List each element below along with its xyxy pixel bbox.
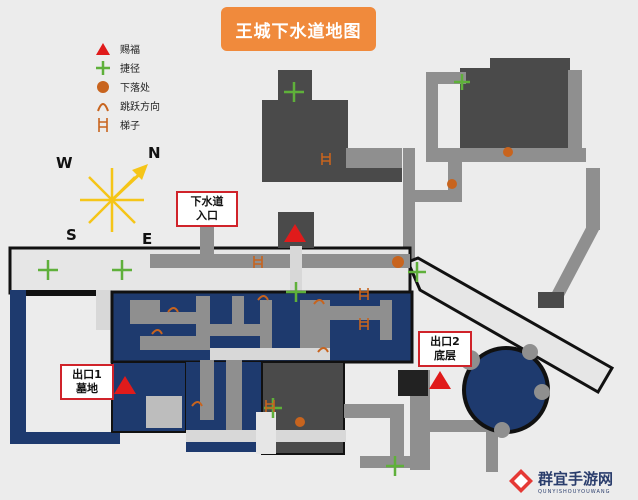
main-corridor-grey-band [150, 254, 410, 268]
orange-dot-icon [94, 79, 112, 95]
wall-left [26, 290, 98, 296]
logo-subtext: QUNYISHOUYOUWANG [538, 488, 611, 495]
label-exit1-line1: 出口1 [72, 368, 102, 381]
block-3 [196, 296, 210, 336]
legend-item-grace: 赐福 [94, 39, 204, 58]
red-triangle-icon [94, 41, 112, 57]
legend-item-jump: 跳跃方向 [94, 96, 204, 115]
label-exit2-line2: 底层 [434, 349, 456, 362]
block-2 [160, 312, 200, 324]
jump-arc-icon [94, 98, 112, 114]
corridor-circle-down [486, 432, 498, 472]
grace-icon [114, 376, 136, 394]
corridor-bottom-2 [256, 412, 276, 454]
room-small-right [538, 292, 564, 308]
legend-item-shortcut: 捷径 [94, 58, 204, 77]
corridor-diagonal-right [548, 220, 600, 300]
block-14 [146, 396, 182, 428]
label-exit1: 出口1 墓地 [60, 364, 114, 400]
ramp-diagonal [406, 256, 615, 395]
legend-label: 下落处 [120, 83, 150, 94]
compass-s: S [66, 226, 77, 244]
label-entrance-line1: 下水道 [190, 195, 224, 208]
compass-e: E [142, 230, 153, 248]
green-cross-icon [94, 60, 112, 76]
left-water-channel [10, 290, 26, 440]
legend-item-ladder: 梯子 [94, 115, 204, 134]
block-10 [330, 306, 390, 320]
corridor-right-of-room [568, 70, 582, 160]
label-exit2-line1: 出口2 [430, 335, 460, 348]
ladder-icon [253, 153, 369, 412]
jump-arc-icon [151, 295, 329, 407]
entrance-shaft [200, 226, 214, 258]
corridor-vertical-1 [403, 148, 415, 263]
block-8 [210, 348, 330, 360]
block-1 [130, 300, 160, 324]
logo-text: 群宜手游网 [538, 469, 614, 488]
label-exit2: 出口2 底层 [418, 331, 472, 367]
compass-n: N [148, 144, 161, 162]
shortcut-icon [38, 74, 470, 476]
map-title: 王城下水道地图 [221, 7, 376, 51]
logo-icon [509, 469, 533, 493]
block-12 [200, 360, 214, 420]
site-logo: 群宜手游网 QUNYISHOUYOUWANG [508, 464, 636, 498]
drop-point-icon [295, 147, 513, 427]
corridor-left-of-room [426, 72, 438, 162]
corridor-ladder-1 [346, 148, 402, 168]
room-top-right-upper [490, 58, 570, 90]
legend-label: 跳跃方向 [120, 102, 160, 113]
corridor-right-vertical [586, 168, 600, 230]
compass-w: W [56, 154, 73, 172]
compass-icon [80, 164, 148, 232]
grace-icon [284, 224, 306, 242]
legend-label: 捷径 [120, 64, 140, 75]
legend-label: 赐福 [120, 45, 140, 56]
block-5 [232, 296, 244, 336]
corridor-bottom-4 [390, 404, 404, 468]
legend-item-drop: 下落处 [94, 77, 204, 96]
corridor-link-1 [403, 190, 458, 202]
chamber-node-2 [522, 344, 538, 360]
room-exit2-small [398, 370, 428, 396]
chamber-node-3 [534, 384, 550, 400]
bottom-water-channel [10, 432, 120, 444]
block-11 [380, 300, 392, 340]
label-exit1-line2: 墓地 [76, 382, 98, 395]
block-9 [300, 300, 330, 348]
label-entrance: 下水道 入口 [176, 191, 238, 227]
ladder-icon [94, 117, 112, 133]
chamber-node-4 [494, 422, 510, 438]
block-7 [140, 336, 210, 350]
corridor-small-left [96, 290, 112, 330]
legend: 赐福 捷径 下落处 跳跃方向 梯子 [94, 39, 204, 134]
corridor-bottom-3 [344, 404, 404, 418]
label-entrance-line2: 入口 [196, 209, 218, 222]
grace-icon [429, 371, 451, 389]
block-6 [260, 300, 272, 356]
room-top-center [262, 100, 348, 160]
block-13 [226, 360, 242, 440]
legend-label: 梯子 [120, 121, 140, 132]
